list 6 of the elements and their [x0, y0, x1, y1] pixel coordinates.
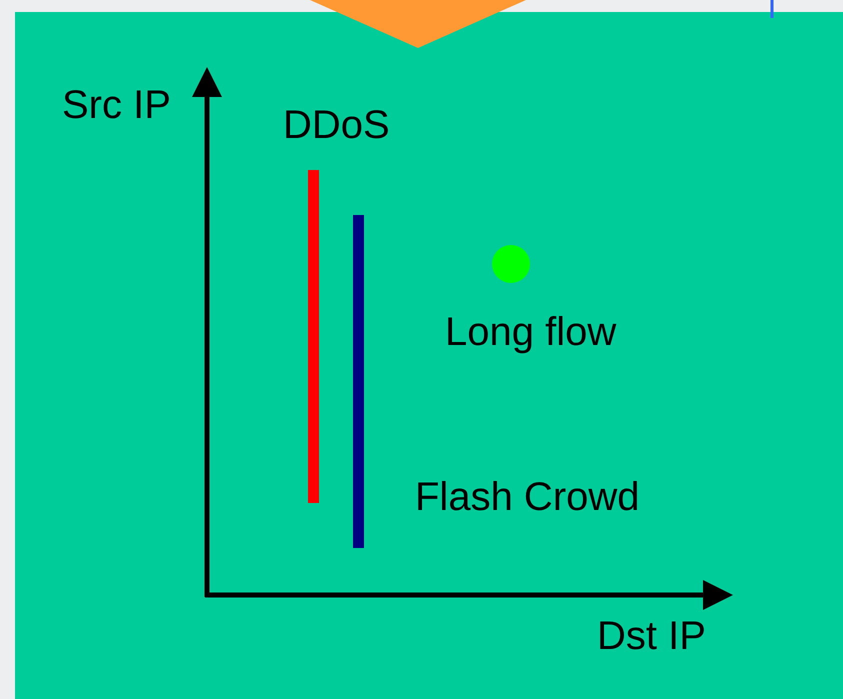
plot-label: Long flow — [445, 309, 616, 355]
axis-label: Src IP — [62, 82, 171, 128]
axis-label: Dst IP — [597, 613, 706, 659]
plot-label: Flash Crowd — [415, 474, 640, 520]
plot-label: DDoS — [283, 102, 390, 148]
down-chevron — [310, 0, 526, 48]
